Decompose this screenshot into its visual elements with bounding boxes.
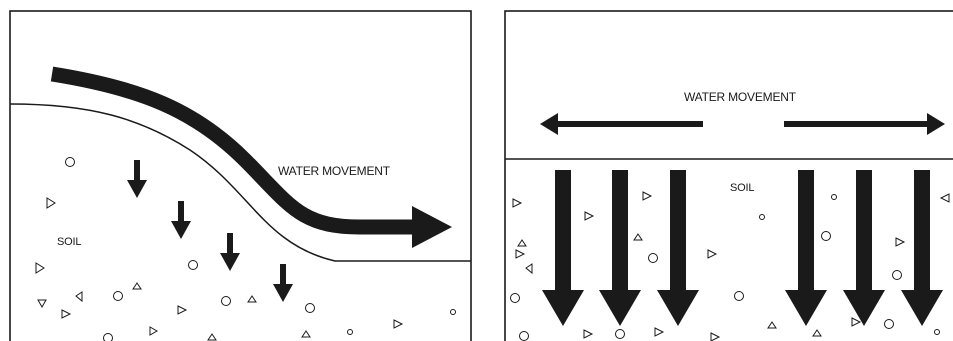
soil-particle-triangle — [812, 329, 822, 337]
soil-particle-circle — [221, 296, 231, 306]
left-infiltration-arrow — [127, 160, 147, 198]
soil-particle-triangle — [247, 295, 257, 303]
soil-particle-triangle — [710, 332, 721, 341]
right-infiltration-arrows — [542, 170, 943, 326]
soil-particle-circle — [615, 329, 625, 339]
right-infiltration-arrow — [843, 170, 885, 326]
soil-particle-circle — [831, 194, 837, 200]
soil-particle-circle — [305, 303, 315, 313]
soil-particle-triangle — [633, 233, 643, 241]
soil-particle-triangle — [654, 327, 665, 337]
left-panel-frame — [9, 10, 472, 341]
right-infiltration-arrow — [901, 170, 943, 326]
left-water-movement-label: WATER MOVEMENT — [278, 164, 391, 178]
soil-particle-triangle — [35, 262, 45, 274]
soil-particle-triangle — [61, 309, 72, 319]
soil-particle-triangle — [767, 321, 777, 329]
right-horizontal-arrows — [540, 113, 945, 135]
right-pointing-arrow — [784, 113, 945, 135]
right-soil-label: SOIL — [730, 182, 754, 194]
left-runoff-arrow-head — [412, 206, 452, 248]
left-panel: WATER MOVEMENT SOIL — [9, 10, 472, 341]
soil-particle-circle — [103, 333, 113, 341]
left-soil-label: SOIL — [57, 236, 81, 248]
soil-particle-triangle — [301, 330, 311, 338]
left-infiltration-arrow — [171, 201, 191, 239]
left-soil-particles — [35, 157, 456, 341]
soil-particle-triangle — [939, 193, 950, 203]
soil-particle-triangle — [584, 211, 595, 221]
left-infiltration-arrow — [220, 233, 240, 271]
right-water-movement-label: WATER MOVEMENT — [684, 90, 797, 104]
right-infiltration-arrow — [657, 170, 699, 326]
soil-particle-circle — [65, 157, 75, 167]
soil-particle-triangle — [517, 239, 527, 247]
left-infiltration-arrow — [273, 264, 293, 302]
soil-particle-circle — [113, 291, 123, 301]
soil-particle-triangle — [37, 299, 47, 309]
soil-particle-triangle — [207, 333, 217, 341]
soil-particle-circle — [347, 329, 353, 335]
soil-particle-triangle — [132, 282, 142, 290]
right-panel: WATER MOVEMENT SOIL — [504, 10, 953, 341]
right-infiltration-arrow — [542, 170, 584, 326]
soil-particle-circle — [450, 309, 456, 315]
soil-particle-circle — [510, 293, 520, 303]
right-infiltration-arrow — [599, 170, 641, 326]
soil-particle-triangle — [177, 305, 188, 315]
left-runoff-arrow — [50, 66, 452, 248]
soil-particle-circle — [892, 270, 902, 280]
soil-particle-triangle — [895, 237, 906, 247]
soil-particle-circle — [821, 231, 831, 241]
soil-particle-triangle — [393, 319, 404, 329]
soil-particle-circle — [884, 319, 894, 329]
soil-particle-triangle — [46, 197, 56, 209]
soil-particle-circle — [648, 253, 658, 263]
left-infiltration-arrows — [127, 160, 293, 302]
right-infiltration-arrow — [785, 170, 827, 326]
soil-particle-circle — [934, 329, 940, 335]
right-soil-particles — [510, 191, 950, 341]
left-ground-surface-line — [9, 103, 471, 262]
left-pointing-arrow — [540, 113, 703, 135]
soil-particle-circle — [188, 260, 198, 270]
soil-particle-triangle — [642, 191, 653, 201]
soil-particle-circle — [759, 214, 765, 220]
soil-particle-triangle — [515, 249, 526, 259]
soil-particle-circle — [734, 291, 744, 301]
soil-particle-triangle — [512, 198, 523, 208]
soil-particle-triangle — [583, 329, 594, 339]
soil-particle-triangle — [525, 263, 533, 275]
soil-particle-triangle — [707, 249, 718, 259]
soil-particle-triangle — [851, 317, 862, 327]
soil-particle-triangle — [149, 326, 159, 336]
soil-particle-triangle — [75, 291, 83, 303]
right-panel-frame — [504, 10, 953, 341]
left-runoff-arrow-shaft — [50, 66, 412, 235]
